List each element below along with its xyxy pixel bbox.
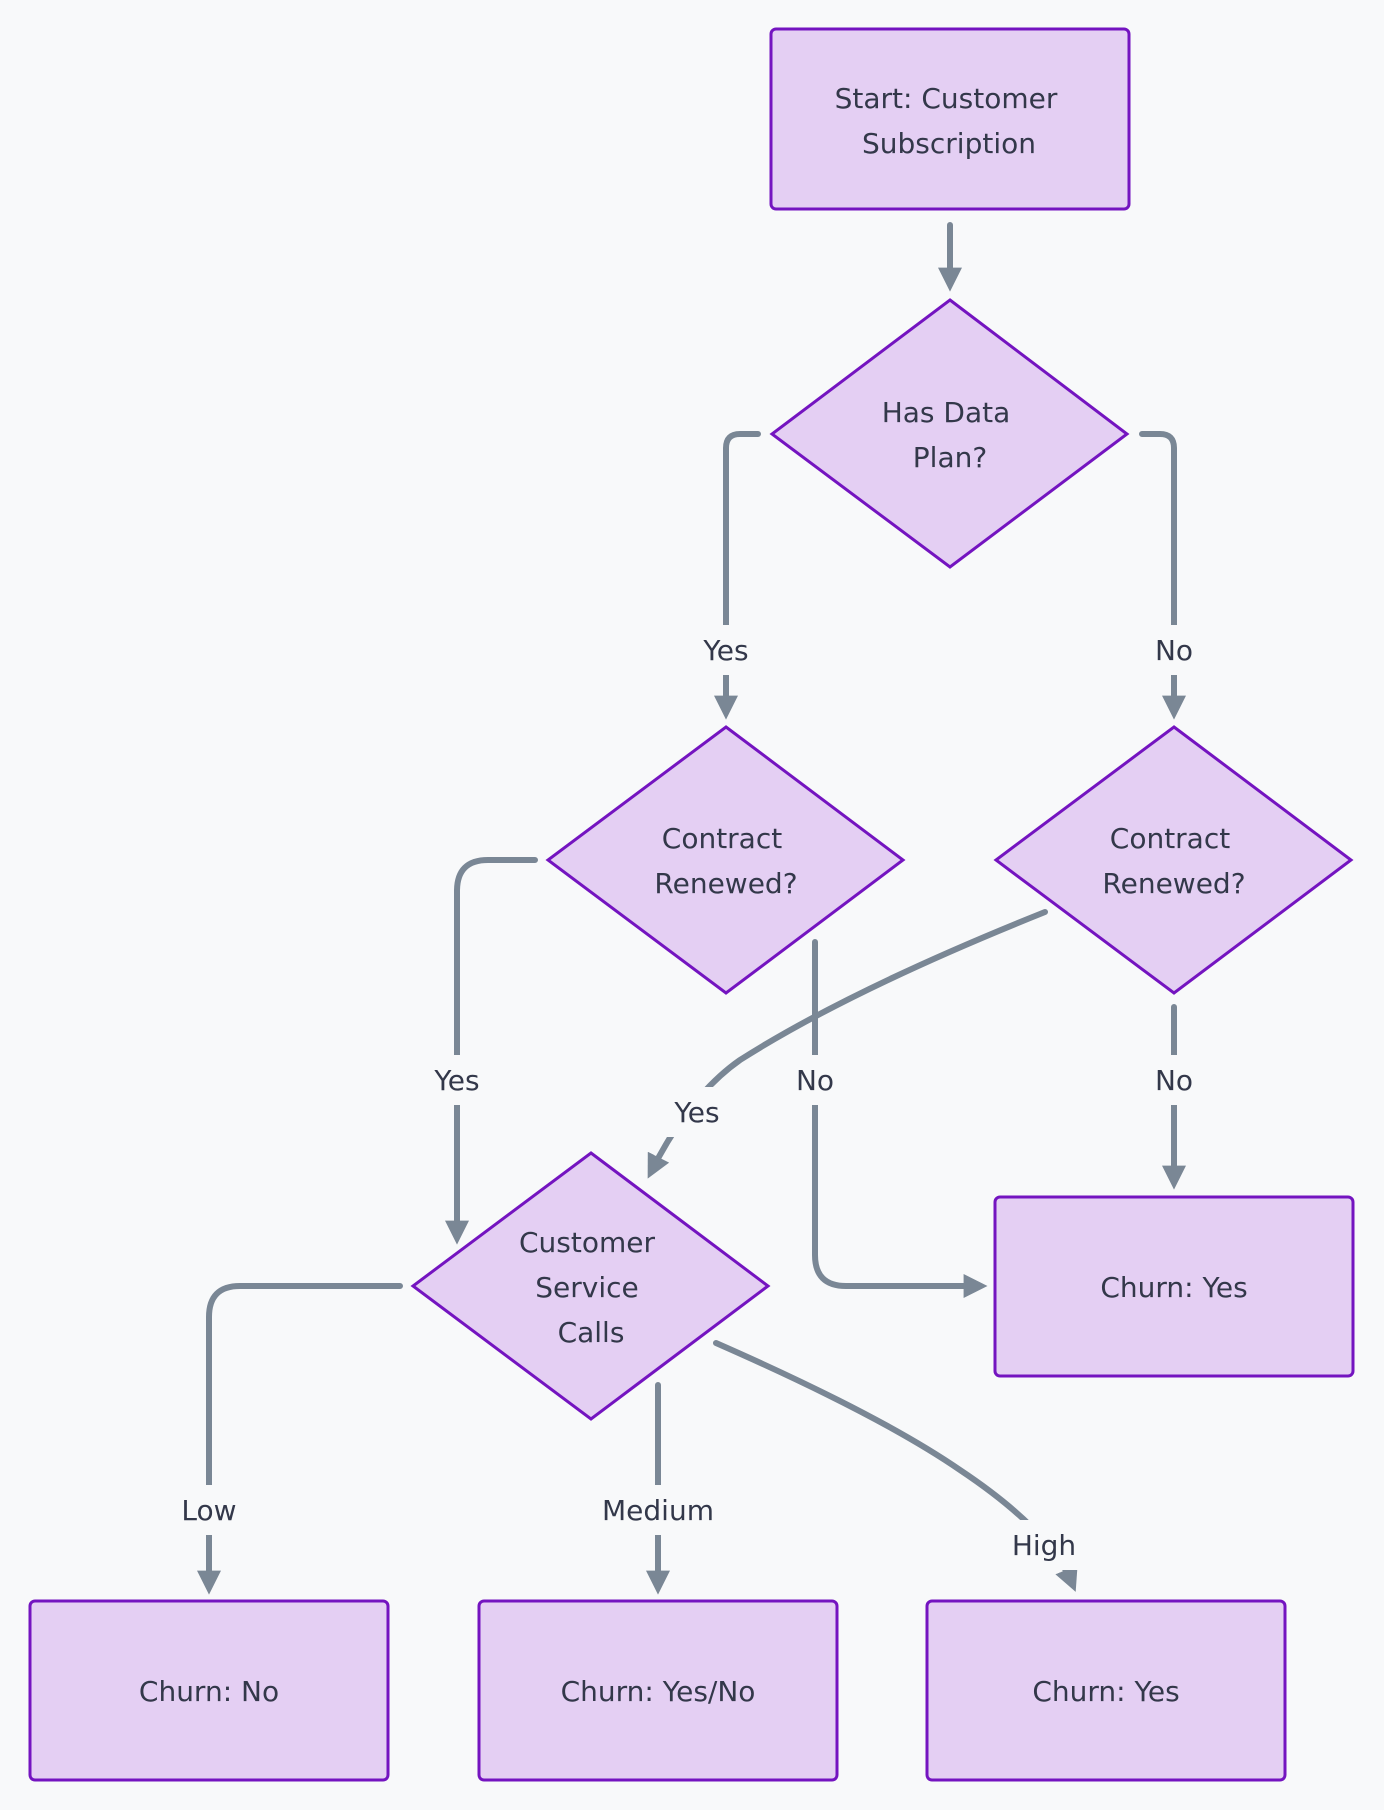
edge-data-plan-yes [714, 431, 761, 720]
edge-label-data-yes: Yes [702, 634, 748, 667]
edge-label-data-no: No [1155, 634, 1193, 667]
node-start-line-2: Subscription [862, 127, 1036, 160]
node-contract-right-line-1: Contract [1110, 822, 1230, 855]
nodes: Start: Customer Subscription Has Data Pl… [28, 27, 1355, 1782]
node-churn-yes-right[interactable]: Churn: Yes [993, 1195, 1355, 1378]
node-contract-renewed-right[interactable]: Contract Renewed? [993, 725, 1354, 995]
edge-label-left-no: No [796, 1064, 834, 1097]
node-churn-yes-right-label: Churn: Yes [1100, 1271, 1247, 1304]
edge-label-left-yes: Yes [433, 1064, 479, 1097]
node-churn-no-label: Churn: No [139, 1675, 279, 1708]
node-customer-service-calls[interactable]: Customer Service Calls [410, 1151, 771, 1421]
node-has-data-plan-line-1: Has Data [882, 396, 1011, 429]
edge-label-calls-high: High [1012, 1529, 1076, 1562]
node-contract-left-line-2: Renewed? [654, 867, 797, 900]
node-churn-yes-no[interactable]: Churn: Yes/No [477, 1599, 839, 1782]
edge-left-contract-yes [445, 857, 538, 1245]
node-churn-no[interactable]: Churn: No [28, 1599, 390, 1782]
node-calls-line-3: Calls [558, 1316, 625, 1349]
edge-labels: Yes No Yes No Yes No Low Medium High [174, 625, 1204, 1570]
node-start-line-1: Start: Customer [835, 82, 1058, 115]
edge-left-contract-no [812, 939, 988, 1298]
edge-label-right-yes: Yes [673, 1096, 719, 1129]
node-churn-yes-bottom[interactable]: Churn: Yes [925, 1599, 1287, 1782]
node-contract-left-line-1: Contract [662, 822, 782, 855]
edge-label-calls-medium: Medium [602, 1494, 714, 1527]
node-churn-yes-bottom-label: Churn: Yes [1032, 1675, 1179, 1708]
edge-calls-low [197, 1283, 403, 1595]
node-calls-line-2: Service [535, 1271, 638, 1304]
node-contract-renewed-left[interactable]: Contract Renewed? [545, 725, 906, 995]
node-contract-right-line-2: Renewed? [1102, 867, 1245, 900]
edge-label-calls-low: Low [181, 1494, 236, 1527]
node-has-data-plan[interactable]: Has Data Plan? [769, 298, 1130, 569]
edge-label-right-no: No [1155, 1064, 1193, 1097]
edge-data-plan-no [1139, 431, 1186, 720]
node-has-data-plan-line-2: Plan? [913, 441, 987, 474]
node-calls-line-1: Customer [519, 1226, 655, 1259]
node-start[interactable]: Start: Customer Subscription [769, 27, 1131, 211]
node-churn-yes-no-label: Churn: Yes/No [561, 1675, 756, 1708]
